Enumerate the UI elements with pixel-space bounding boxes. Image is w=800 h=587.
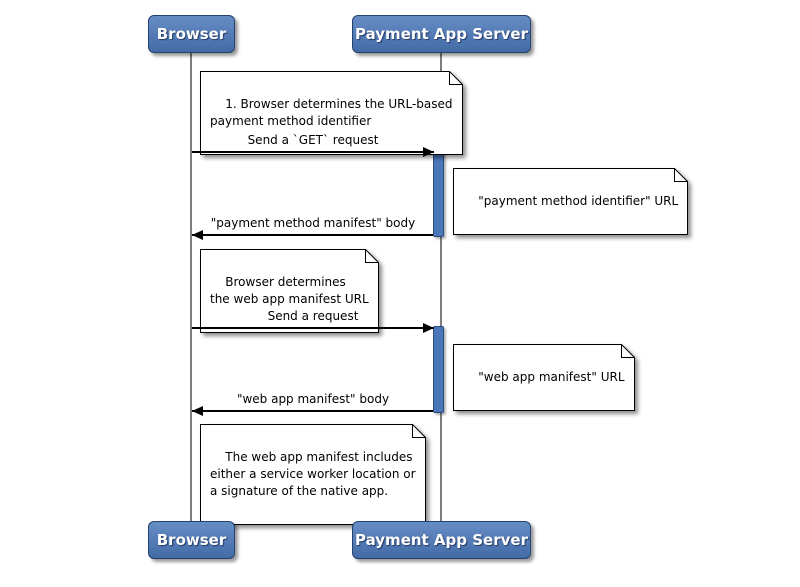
- note-browser-determines-manifest-url: Browser determines the web app manifest …: [200, 249, 379, 333]
- message-line: [192, 327, 434, 329]
- note-text: "payment method identifier" URL: [478, 194, 679, 208]
- actor-box-server-bottom: Payment App Server: [352, 521, 531, 559]
- message-label: "web app manifest" body: [236, 392, 390, 406]
- note-shape: [200, 71, 463, 155]
- message-line: [192, 151, 434, 153]
- lifeline-browser: [190, 53, 192, 521]
- arrowhead-left: [192, 230, 203, 240]
- actor-label-server: Payment App Server: [355, 25, 528, 43]
- actor-box-server-top: Payment App Server: [352, 15, 531, 53]
- actor-label-browser: Browser: [156, 531, 227, 549]
- note-shape: [453, 344, 635, 411]
- note-shape: [200, 424, 426, 525]
- actor-label-server: Payment App Server: [355, 531, 528, 549]
- message-label: "payment method manifest" body: [210, 216, 416, 230]
- lifeline-server: [440, 53, 442, 521]
- message-line: [192, 410, 433, 412]
- actor-box-browser-top: Browser: [148, 15, 235, 53]
- message-label: Send a `GET` request: [247, 133, 379, 147]
- note-text: Browser determines the web app manifest …: [210, 275, 369, 306]
- message-label: Send a request: [267, 309, 359, 323]
- actor-label-browser: Browser: [156, 25, 227, 43]
- note-shape: [200, 249, 379, 333]
- actor-box-browser-bottom: Browser: [148, 521, 235, 559]
- activation-bar-1: [433, 150, 444, 237]
- arrowhead-left: [192, 406, 203, 416]
- note-manifest-contents: The web app manifest includes either a s…: [200, 424, 426, 525]
- arrowhead-right: [423, 323, 434, 333]
- note-text: 1. Browser determines the URL-based paym…: [210, 97, 453, 128]
- message-line: [192, 234, 433, 236]
- note-url-based-identifier: 1. Browser determines the URL-based paym…: [200, 71, 463, 155]
- note-payment-method-identifier-url: "payment method identifier" URL: [453, 168, 688, 235]
- note-shape: [453, 168, 688, 235]
- activation-bar-2: [433, 326, 444, 413]
- note-web-app-manifest-url: "web app manifest" URL: [453, 344, 635, 411]
- arrowhead-right: [423, 147, 434, 157]
- note-text: "web app manifest" URL: [478, 370, 625, 384]
- note-text: The web app manifest includes either a s…: [210, 450, 416, 498]
